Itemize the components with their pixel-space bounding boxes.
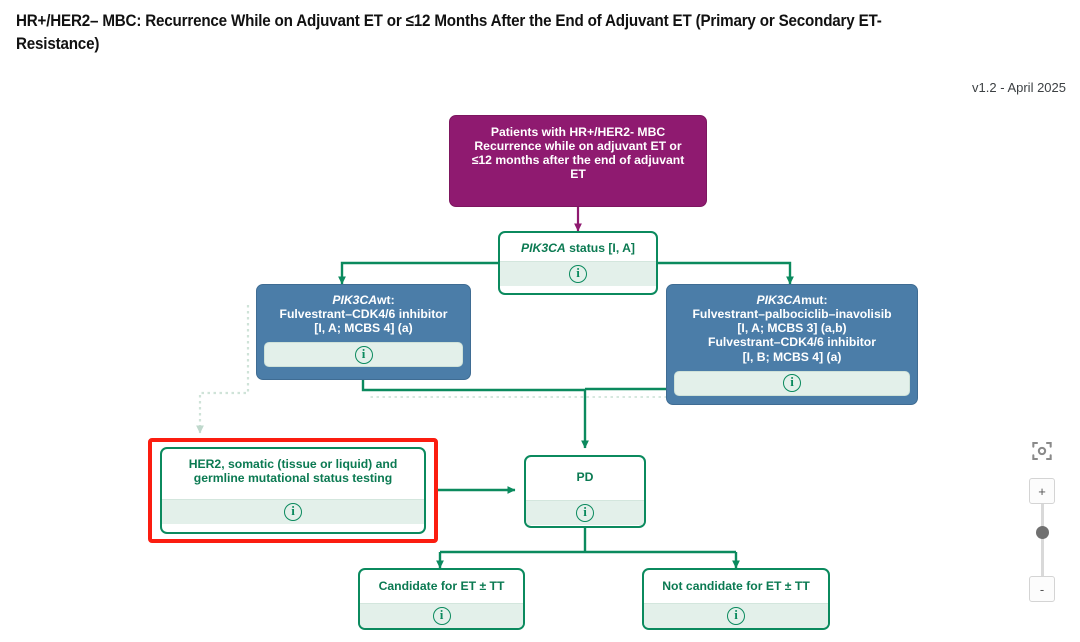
node-pik3ca-wt-title: PIK3CAwt: Fulvestrant–CDK4/6 inhibitor [… <box>264 285 463 342</box>
root-line-2: Recurrence while on adjuvant ET or <box>474 139 682 154</box>
node-not-candidate-title: Not candidate for ET ± TT <box>662 579 810 593</box>
flowchart-canvas[interactable]: Patients with HR+/HER2- MBC Recurrence w… <box>0 100 1080 642</box>
node-pik3ca-status-info-bar[interactable]: i <box>500 261 656 287</box>
pik3ca-wt-gene-label: PIK3CA <box>332 293 378 307</box>
node-pik3ca-mut-treatment[interactable]: PIK3CAmut: Fulvestrant–palbociclib–inavo… <box>666 284 918 405</box>
pik3ca-mut-suffix: mut: <box>801 293 828 307</box>
zoom-controls[interactable]: + - <box>1026 438 1058 602</box>
fit-view-icon <box>1032 441 1052 461</box>
pik3ca-wt-line-3: [I, A; MCBS 4] (a) <box>314 321 413 336</box>
fit-view-button[interactable] <box>1029 438 1055 464</box>
pik3ca-mut-gene-label: PIK3CA <box>756 293 802 307</box>
node-pik3ca-mut-title: PIK3CAmut: Fulvestrant–palbociclib–inavo… <box>674 285 910 371</box>
node-her2-mutational-testing[interactable]: HER2, somatic (tissue or liquid) and ger… <box>160 447 426 534</box>
node-pd-title: PD <box>576 470 594 484</box>
root-line-1: Patients with HR+/HER2- MBC <box>490 125 666 139</box>
zoom-slider-handle[interactable] <box>1035 526 1049 539</box>
pik3ca-mut-line-5: [I, B; MCBS 4] (a) <box>742 349 842 364</box>
node-not-candidate-info-bar[interactable]: i <box>644 603 828 628</box>
pik3ca-mut-line-3: [I, A; MCBS 3] (a,b) <box>737 321 847 336</box>
her2-line-1: HER2, somatic (tissue or liquid) and <box>188 457 398 471</box>
node-patients-root[interactable]: Patients with HR+/HER2- MBC Recurrence w… <box>449 115 707 207</box>
info-icon[interactable]: i <box>727 607 745 626</box>
node-pik3ca-wt-treatment[interactable]: PIK3CAwt: Fulvestrant–CDK4/6 inhibitor [… <box>256 284 471 380</box>
version-label: v1.2 - April 2025 <box>972 80 1066 95</box>
root-line-4: ET <box>570 167 586 182</box>
pik3ca-gene-label: PIK3CA <box>521 241 566 255</box>
info-icon[interactable]: i <box>432 607 451 626</box>
her2-line-2: germline mutational status testing <box>193 471 393 486</box>
pik3ca-wt-line-2: Fulvestrant–CDK4/6 inhibitor <box>279 307 448 322</box>
node-pik3ca-status[interactable]: PIK3CA status [I, A] i <box>498 231 658 295</box>
node-pik3ca-mut-info-bar[interactable]: i <box>674 370 910 396</box>
pik3ca-mut-line-2: Fulvestrant–palbociclib–inavolisib <box>692 307 892 322</box>
info-icon[interactable]: i <box>783 374 801 393</box>
pik3ca-wt-line-1: PIK3CAwt: <box>266 293 461 307</box>
node-progressive-disease[interactable]: PD i <box>524 455 646 528</box>
pik3ca-status-suffix: status [I, A] <box>565 241 635 255</box>
info-icon[interactable]: i <box>284 503 302 522</box>
node-candidate-title: Candidate for ET ± TT <box>378 579 505 593</box>
zoom-slider-track[interactable] <box>1035 504 1049 576</box>
info-icon[interactable]: i <box>569 265 587 284</box>
node-her2-testing-info-bar[interactable]: i <box>162 499 424 525</box>
node-patients-root-title: Patients with HR+/HER2- MBC Recurrence w… <box>450 116 706 182</box>
node-her2-testing-title: HER2, somatic (tissue or liquid) and ger… <box>162 449 424 491</box>
selection-highlight-rectangle <box>148 438 438 543</box>
pik3ca-mut-line-1: PIK3CAmut: <box>676 293 908 307</box>
node-pik3ca-wt-info-bar[interactable]: i <box>264 342 463 368</box>
node-candidate-info-bar[interactable]: i <box>360 603 523 628</box>
zoom-in-button[interactable]: + <box>1029 478 1055 504</box>
info-icon[interactable]: i <box>354 345 373 364</box>
page-title: HR+/HER2– MBC: Recurrence While on Adjuv… <box>16 12 882 54</box>
pik3ca-mut-line-4: Fulvestrant–CDK4/6 inhibitor <box>708 335 876 350</box>
node-candidate-for-et-tt[interactable]: Candidate for ET ± TT i <box>358 568 525 630</box>
node-pd-info-bar[interactable]: i <box>526 500 644 526</box>
zoom-out-button[interactable]: - <box>1029 576 1055 602</box>
root-line-3: ≤12 months after the end of adjuvant <box>471 153 685 168</box>
node-not-candidate-for-et-tt[interactable]: Not candidate for ET ± TT i <box>642 568 830 630</box>
node-pik3ca-status-title: PIK3CA status [I, A] <box>500 233 656 261</box>
pik3ca-wt-suffix: wt: <box>377 293 395 307</box>
info-icon[interactable]: i <box>576 504 594 523</box>
